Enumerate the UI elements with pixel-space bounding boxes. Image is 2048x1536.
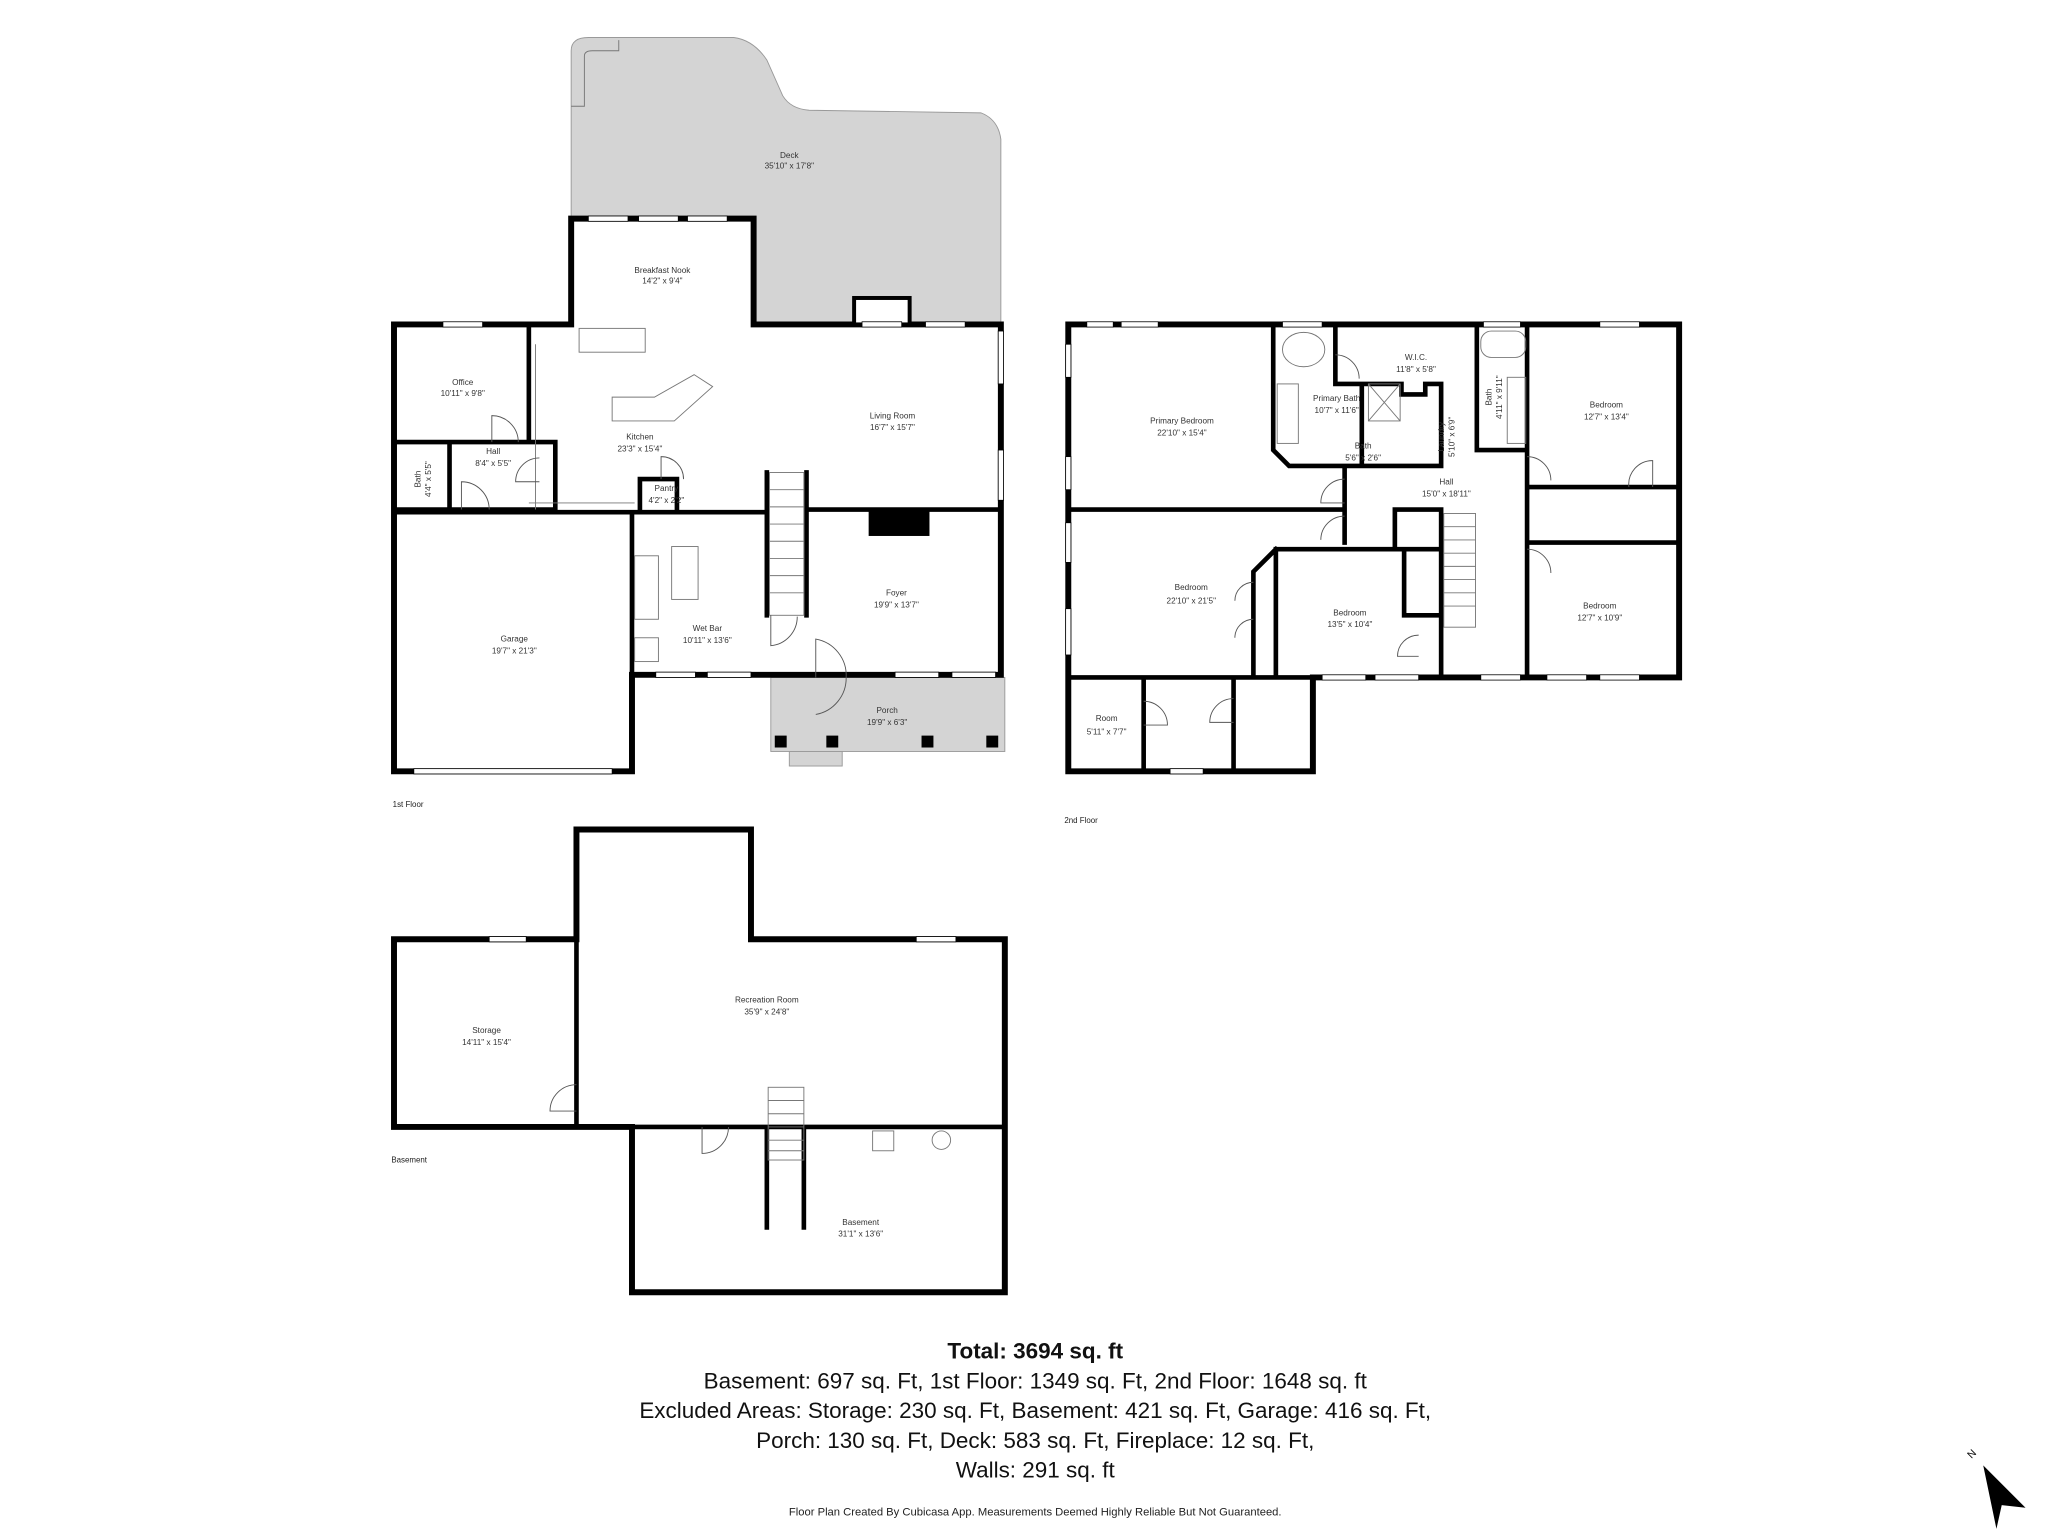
utility-fixtures xyxy=(872,1130,952,1152)
interior-walls-basement xyxy=(574,936,1008,1230)
windows-basement xyxy=(488,936,957,943)
porch-steps xyxy=(788,751,843,767)
stairs-basement xyxy=(767,1086,805,1161)
doors-basement xyxy=(549,1084,729,1154)
windows-first-floor xyxy=(413,215,1004,775)
room-name: W.I.C. xyxy=(1405,353,1427,362)
room-dims: 19'9" x 13'7" xyxy=(874,600,919,609)
room-name: Storage xyxy=(472,1026,501,1035)
room-name: Basement xyxy=(842,1218,880,1227)
room-dims: 35'9" x 24'8" xyxy=(744,1008,789,1017)
room-name: Porch xyxy=(876,706,898,715)
room-dims: 10'11" x 9'8" xyxy=(441,389,485,398)
kitchen-island xyxy=(611,374,714,422)
room-dims: 12'7" x 10'9" xyxy=(1577,614,1622,623)
doors-first-floor xyxy=(460,415,847,715)
room-name: Laundry xyxy=(1437,421,1446,451)
room-name: Primary Bath xyxy=(1313,394,1361,403)
room-name: Hall xyxy=(486,447,500,456)
room-dims: 4'11" x 9'11" xyxy=(1495,375,1504,419)
room-name: Living Room xyxy=(870,411,916,420)
room-dims: 11'8" x 5'8" xyxy=(1396,365,1436,374)
summary-line: Excluded Areas: Storage: 230 sq. Ft, Bas… xyxy=(639,1398,1431,1423)
room-name: Foyer xyxy=(886,588,907,597)
room-dims: 22'10" x 21'5" xyxy=(1167,596,1217,605)
room-name: Recreation Room xyxy=(735,996,799,1005)
second-floor-plan: Primary Bedroom 22'10" x 15'4" W.I.C. 11… xyxy=(1064,321,1683,825)
stairs-first-floor xyxy=(769,472,805,616)
room-dims: 12'7" x 13'4" xyxy=(1584,413,1629,422)
second-floor-room-labels: Primary Bedroom 22'10" x 15'4" W.I.C. 11… xyxy=(1087,353,1629,736)
floor-label-basement: Basement xyxy=(391,1156,427,1165)
floor-label-second: 2nd Floor xyxy=(1064,816,1098,825)
room-dims: 4'4" x 5'5" xyxy=(424,461,433,497)
fireplace-block xyxy=(868,509,930,536)
room-name: Primary Bedroom xyxy=(1150,417,1214,426)
summary-line: Walls: 291 sq. ft xyxy=(956,1457,1116,1482)
room-dims: 10'11" x 13'6" xyxy=(683,636,732,645)
room-dims: 31'1" x 13'6" xyxy=(838,1230,883,1239)
room-dims: 8'4" x 5'5" xyxy=(475,459,511,468)
room-name: Breakfast Nook xyxy=(634,266,691,275)
porch-columns xyxy=(774,735,999,748)
interior-walls-second-floor xyxy=(1065,322,1682,774)
room-name: Room xyxy=(1096,714,1118,723)
exterior-walls-basement xyxy=(391,826,1008,1296)
stairs-second-floor xyxy=(1443,513,1476,628)
deck-area xyxy=(570,37,1002,325)
basement-room-labels: Recreation Room 35'9" x 24'8" Storage 14… xyxy=(462,996,883,1239)
summary-line: Porch: 130 sq. Ft, Deck: 583 sq. Ft, Fir… xyxy=(756,1428,1314,1453)
room-name: Bath xyxy=(1355,442,1372,451)
first-floor-room-labels: Deck 35'10" x 17'8" Breakfast Nook 14'2"… xyxy=(413,151,919,727)
room-name: Bedroom xyxy=(1333,608,1366,617)
room-name: Bath xyxy=(413,470,422,487)
room-dims: 4'2" x 2'2" xyxy=(648,496,684,505)
area-summary: Total: 3694 sq. ft Basement: 697 sq. Ft,… xyxy=(639,1338,1431,1518)
room-dims: 35'10" x 17'8" xyxy=(765,161,815,170)
windows-second-floor xyxy=(1065,321,1640,775)
room-name: Wet Bar xyxy=(693,624,723,633)
room-dims: 15'0" x 18'11" xyxy=(1422,489,1471,498)
bath-fixtures xyxy=(1276,330,1527,444)
room-name: Kitchen xyxy=(626,432,654,441)
room-name: Garage xyxy=(501,635,529,644)
room-dims: 14'2" x 9'4" xyxy=(642,276,682,285)
room-dims: 22'10" x 15'4" xyxy=(1157,428,1207,437)
room-name: Hall xyxy=(1439,477,1453,486)
doors-second-floor xyxy=(1143,354,1654,726)
room-dims: 19'7" x 21'3" xyxy=(492,647,537,656)
room-dims: 5'11" x 7'7" xyxy=(1087,727,1127,736)
room-name: Bedroom xyxy=(1590,401,1623,410)
total-area: Total: 3694 sq. ft xyxy=(947,1338,1123,1363)
room-dims: 19'9" x 6'3" xyxy=(867,718,907,727)
deck-railing xyxy=(571,40,620,107)
summary-line: Basement: 697 sq. Ft, 1st Floor: 1349 sq… xyxy=(704,1369,1368,1394)
room-name: Bedroom xyxy=(1175,583,1208,592)
porch-area xyxy=(770,676,1006,752)
room-name: Pantry xyxy=(655,484,680,493)
room-dims: 10'7" x 11'6" xyxy=(1315,406,1359,415)
room-name: Office xyxy=(452,378,474,387)
compass-label: N xyxy=(1965,1447,1979,1461)
floor-label-first: 1st Floor xyxy=(393,800,424,809)
north-arrow-icon: N xyxy=(1965,1447,2026,1529)
basement-plan: Recreation Room 35'9" x 24'8" Storage 14… xyxy=(391,826,1008,1296)
room-name: Bath xyxy=(1484,388,1493,405)
room-name: Bedroom xyxy=(1583,602,1616,611)
disclaimer: Floor Plan Created By Cubicasa App. Meas… xyxy=(789,1507,1282,1519)
room-name: Deck xyxy=(780,151,800,160)
room-dims: 14'11" x 15'4" xyxy=(462,1038,511,1047)
room-dims: 16'7" x 15'7" xyxy=(870,423,915,432)
room-dims: 5'6" x 2'6" xyxy=(1345,454,1381,463)
room-dims: 23'3" x 15'4" xyxy=(617,444,662,453)
fireplace xyxy=(852,295,912,327)
room-dims: 5'10" x 6'9" xyxy=(1447,417,1456,457)
room-dims: 13'5" x 10'4" xyxy=(1327,620,1372,629)
first-floor-plan: Deck 35'10" x 17'8" Breakfast Nook 14'2"… xyxy=(391,37,1006,809)
